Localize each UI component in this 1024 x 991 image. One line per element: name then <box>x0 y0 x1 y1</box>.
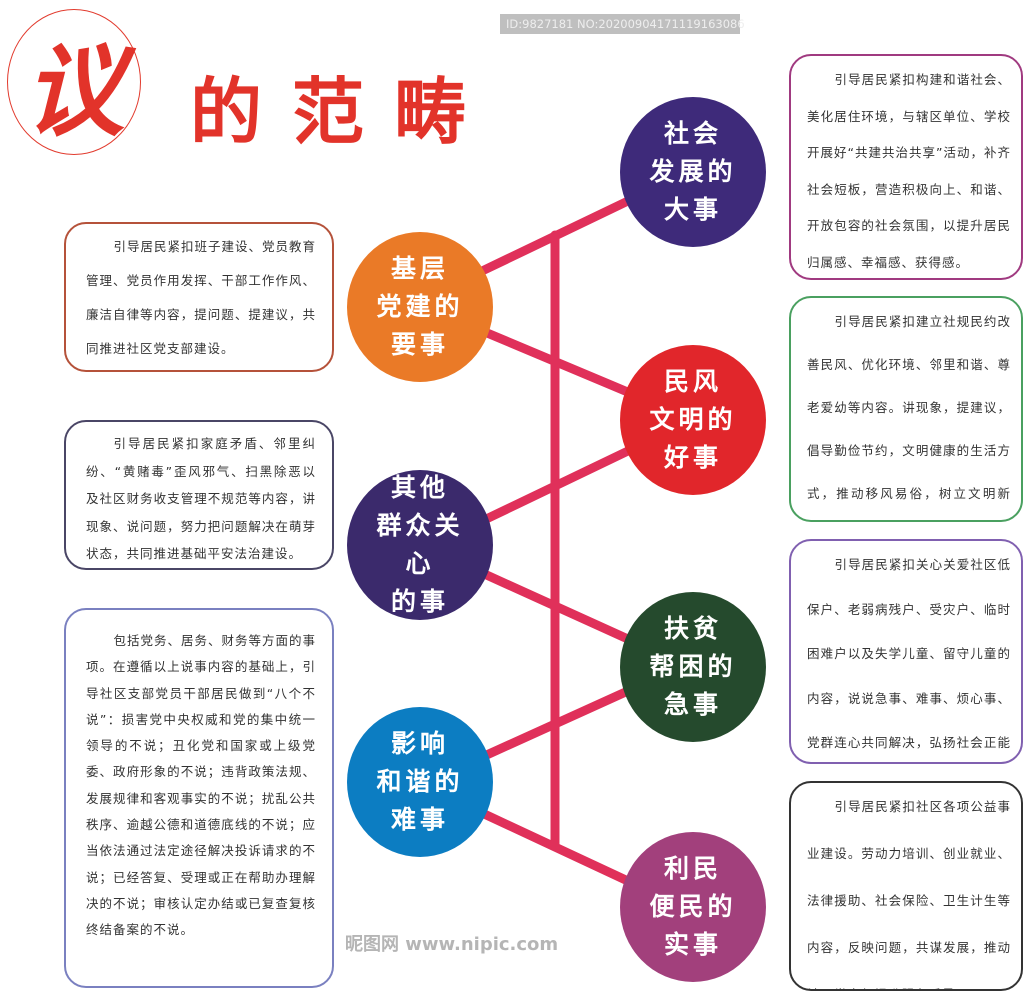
circle-label: 帮困的 <box>649 652 737 681</box>
connector-harmony-welfare <box>475 807 635 887</box>
description-text: 引导居民紧扣社区各项公益事业建设。劳动力培训、创业就业、法律援助、社会保险、卫生… <box>807 799 1011 989</box>
circle-label: 实事 <box>663 930 722 959</box>
connector-concern-poverty <box>475 567 635 645</box>
circle-label: 党建的 <box>376 292 464 321</box>
category-circle-poverty: 扶贫帮困的急事 <box>620 592 766 742</box>
category-circle-party: 基层党建的要事 <box>347 232 493 382</box>
circle-label: 便民的 <box>649 892 737 921</box>
page-title: 的范畴 <box>190 70 497 154</box>
connector-party-custom <box>475 325 635 398</box>
circle-label: 扶贫 <box>663 614 722 643</box>
circle-label: 的事 <box>390 587 449 616</box>
circle-label: 急事 <box>663 690 722 719</box>
connector-harmony-poverty <box>475 685 635 763</box>
description-box-custom: 引导居民紧扣建立社规民约改善民风、优化环境、邻里和谐、尊老爱幼等内容。讲现象，提… <box>789 296 1023 522</box>
watermark-id: ID:9827181 NO:20200904171119163086 <box>500 14 745 34</box>
description-text: 引导居民紧扣建立社规民约改善民风、优化环境、邻里和谐、尊老爱幼等内容。讲现象，提… <box>807 314 1011 501</box>
description-box-welfare: 引导居民紧扣社区各项公益事业建设。劳动力培训、创业就业、法律援助、社会保险、卫生… <box>789 781 1023 991</box>
circle-label: 难事 <box>390 805 449 834</box>
description-text: 引导居民紧扣构建和谐社会、美化居住环境，与辖区单位、学校开展好“共建共治共享”活… <box>807 72 1011 270</box>
connector-party-society <box>475 195 635 277</box>
circle-label: 群众关心 <box>376 511 464 578</box>
circle-label: 社会 <box>663 119 722 148</box>
seal-logo: 议 <box>7 9 141 155</box>
category-circle-welfare: 利民便民的实事 <box>620 832 766 982</box>
circle-label: 发展的 <box>649 157 737 186</box>
description-text: 包括党务、居务、财务等方面的事项。在遵循以上说事内容的基础上，引导社区支部党员干… <box>86 633 317 938</box>
description-box-society: 引导居民紧扣构建和谐社会、美化居住环境，与辖区单位、学校开展好“共建共治共享”活… <box>789 54 1023 280</box>
circle-label: 其他 <box>390 473 449 502</box>
description-text: 引导居民紧扣家庭矛盾、邻里纠纷、“黄赌毒”歪风邪气、扫黑除恶以及社区财务收支管理… <box>86 436 316 561</box>
description-box-party: 引导居民紧扣班子建设、党员教育管理、党员作用发挥、干部工作作风、廉洁自律等内容，… <box>64 222 334 372</box>
circle-label: 民风 <box>663 367 722 396</box>
circle-label: 大事 <box>663 195 722 224</box>
circle-label: 和谐的 <box>376 767 464 796</box>
circle-label: 利民 <box>663 854 722 883</box>
category-circle-concern: 其他群众关心的事 <box>347 470 493 620</box>
description-box-harmony: 包括党务、居务、财务等方面的事项。在遵循以上说事内容的基础上，引导社区支部党员干… <box>64 608 334 988</box>
watermark-site: 昵图网 www.nipic.com <box>345 934 559 955</box>
circle-label: 基层 <box>390 254 449 283</box>
circle-label: 影响 <box>390 729 449 758</box>
description-box-poverty: 引导居民紧扣关心关爱社区低保户、老弱病残户、受灾户、临时困难户以及失学儿童、留守… <box>789 539 1023 764</box>
category-circle-society: 社会发展的大事 <box>620 97 766 247</box>
description-text: 引导居民紧扣关心关爱社区低保户、老弱病残户、受灾户、临时困难户以及失学儿童、留守… <box>807 557 1011 750</box>
circle-label: 要事 <box>390 330 449 359</box>
description-box-concern: 引导居民紧扣家庭矛盾、邻里纠纷、“黄赌毒”歪风邪气、扫黑除恶以及社区财务收支管理… <box>64 420 334 570</box>
connector-concern-custom <box>475 445 635 527</box>
circle-label: 好事 <box>663 443 722 472</box>
description-text: 引导居民紧扣班子建设、党员教育管理、党员作用发挥、干部工作作风、廉洁自律等内容，… <box>86 239 317 356</box>
connector-lines <box>475 195 635 887</box>
category-circle-harmony: 影响和谐的难事 <box>347 707 493 857</box>
circle-label: 文明的 <box>649 405 737 434</box>
category-circle-custom: 民风文明的好事 <box>620 345 766 495</box>
seal-char: 议 <box>24 31 124 150</box>
